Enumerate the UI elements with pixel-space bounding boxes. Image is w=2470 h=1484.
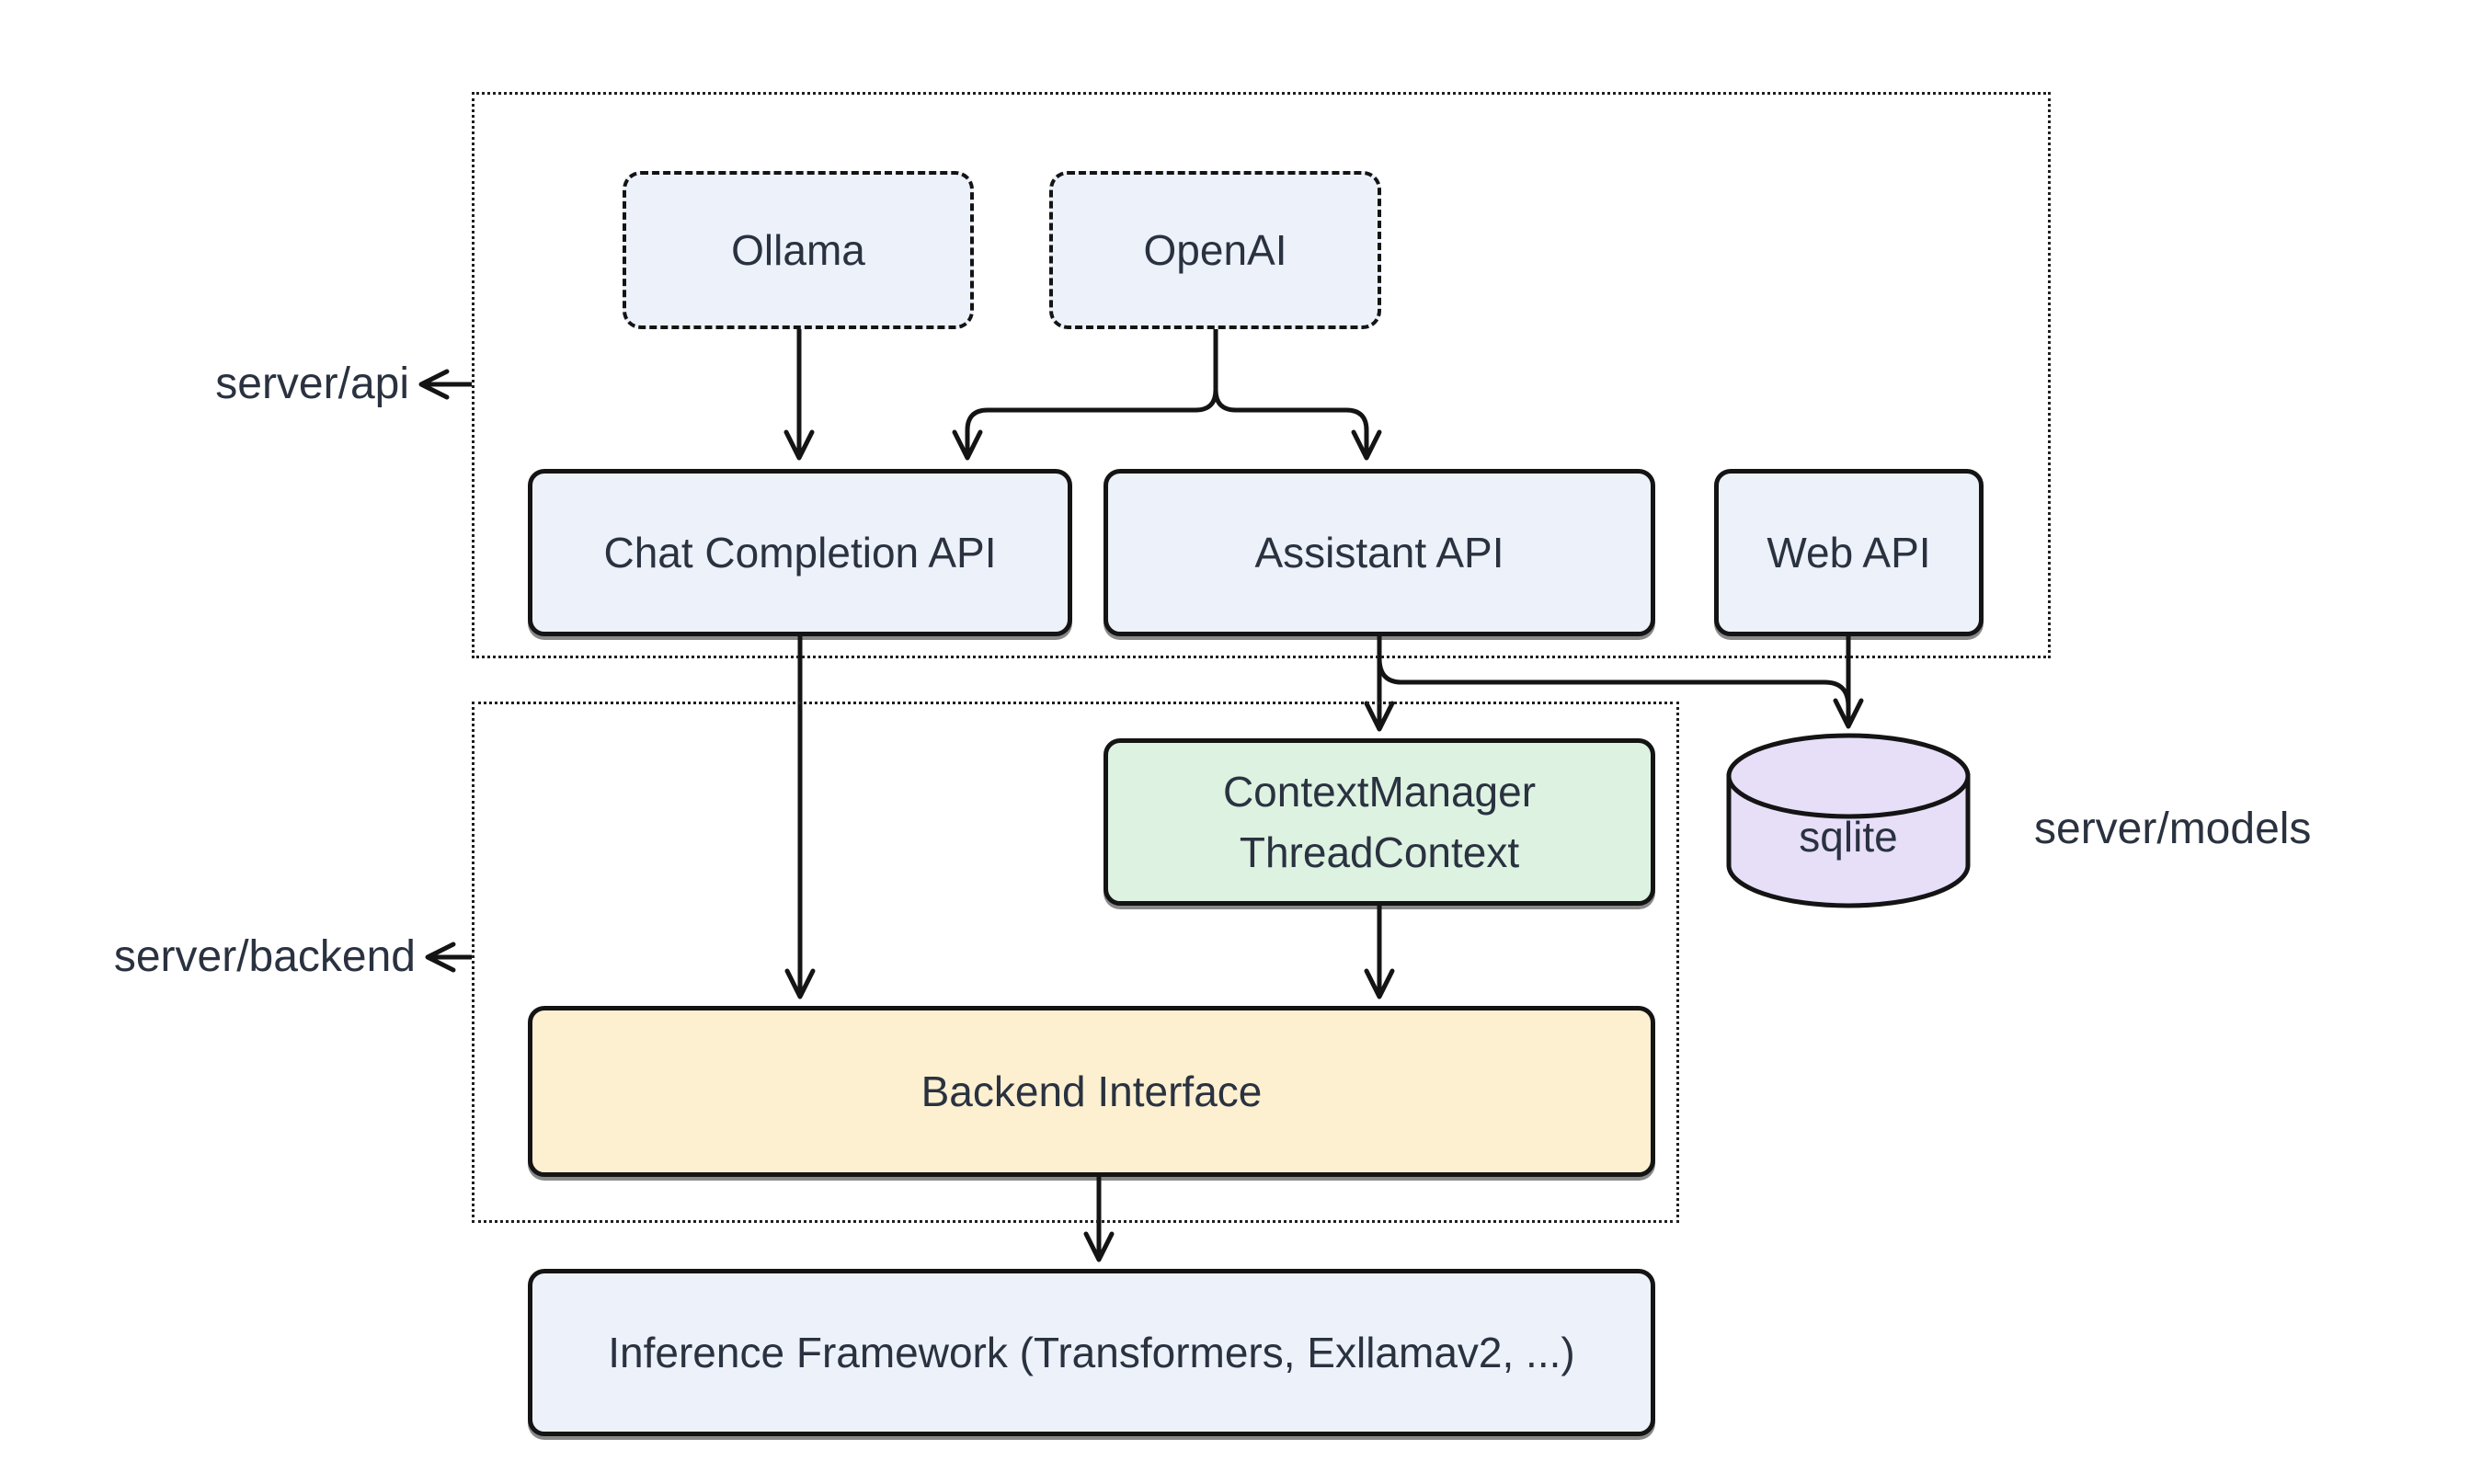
node-chat-completion-api: Chat Completion API: [528, 469, 1072, 636]
node-context-manager: ContextManager ThreadContext: [1103, 738, 1655, 906]
node-backend-interface: Backend Interface: [528, 1006, 1655, 1177]
node-ollama-label: Ollama: [731, 226, 865, 274]
sqlite-cylinder: [1726, 733, 1971, 908]
label-server-api: server/api: [215, 360, 409, 408]
node-context-manager-line2: ThreadContext: [1239, 828, 1520, 876]
node-assistant-api-label: Assistant API: [1254, 529, 1504, 576]
node-web-api: Web API: [1714, 469, 1984, 636]
container-server-api: [472, 92, 2051, 658]
container-server-backend: [472, 702, 1679, 1223]
node-openai: OpenAI: [1049, 171, 1381, 329]
node-sqlite: sqlite: [1729, 782, 1968, 892]
label-server-backend: server/backend: [113, 932, 416, 981]
sqlite-cylinder-top: [1726, 733, 1971, 819]
node-web-api-label: Web API: [1767, 529, 1931, 576]
node-inference-framework-label: Inference Framework (Transformers, Exlla…: [608, 1329, 1575, 1376]
label-server-models: server/models: [2034, 805, 2312, 853]
node-backend-interface-label: Backend Interface: [921, 1067, 1263, 1115]
node-openai-label: OpenAI: [1143, 226, 1287, 274]
node-ollama: Ollama: [623, 171, 974, 329]
node-inference-framework: Inference Framework (Transformers, Exlla…: [528, 1269, 1655, 1436]
node-sqlite-label: sqlite: [1799, 813, 1898, 861]
node-assistant-api: Assistant API: [1103, 469, 1655, 636]
node-context-manager-line1: ContextManager: [1222, 768, 1537, 816]
node-chat-completion-api-label: Chat Completion API: [603, 529, 997, 576]
edge-openai-to-assistant-api: [1213, 329, 1382, 461]
